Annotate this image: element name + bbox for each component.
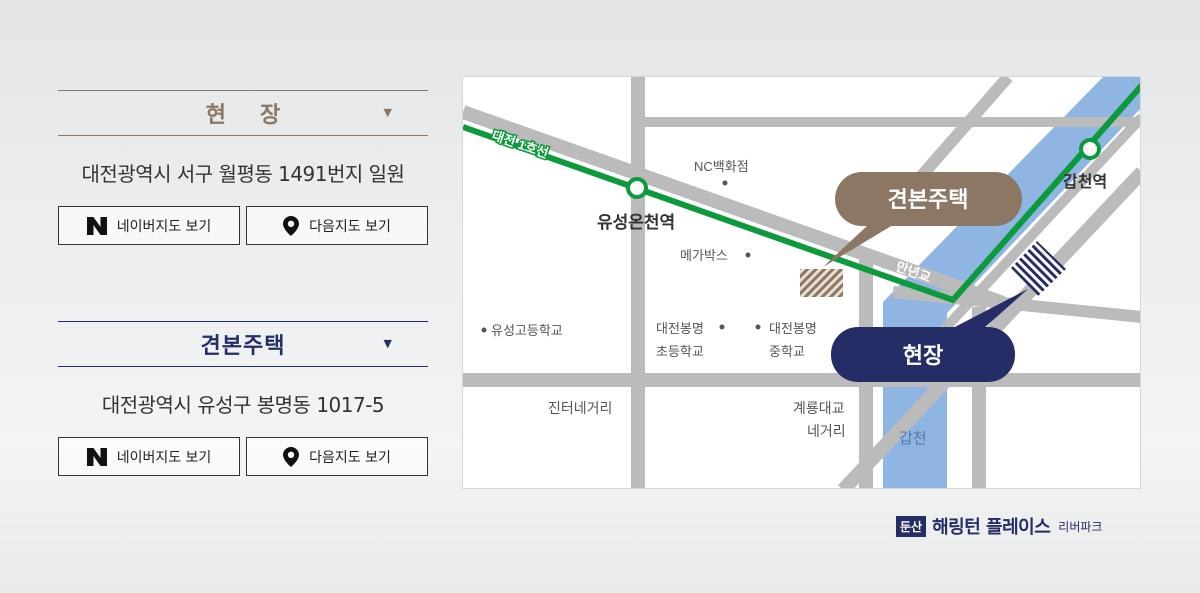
place-dot [722,180,728,186]
location-map: 대전 1호선 유성온천역 갑천역 만년교 갑천 NC백화점 메가박스 유성고등학… [462,76,1141,489]
river [883,77,1140,488]
model-house-callout[interactable]: 견본주택 [823,172,1022,267]
station-yuseong-oncheon[interactable] [626,177,648,199]
site-marker[interactable] [1011,241,1066,296]
map-pin-icon [283,446,300,467]
map-places: NC백화점 메가박스 유성고등학교 대전봉명 초등학교 대전봉명 중학교 진터네… [481,159,846,439]
station-yuseong-oncheon-label: 유성온천역 [597,213,675,232]
place-nc-department: NC백화점 [694,159,749,174]
place-dot [719,324,725,330]
site-daum-map-button[interactable]: 다음지도 보기 [246,206,428,245]
place-gyeryong-2: 네거리 [807,423,846,439]
place-gyeryong-1: 계룡대교 [793,400,845,416]
site-naver-map-button[interactable]: 네이버지도 보기 [58,206,240,245]
site-naver-map-label: 네이버지도 보기 [116,218,212,235]
model-house-naver-map-label: 네이버지도 보기 [116,449,212,466]
site-section-title: 현장 [205,103,315,128]
brand-logo: 둔산 해링턴 플레이스 리버파크 [896,513,1102,539]
site-section-header[interactable]: 현장 ▼ [58,90,428,136]
site-section: 현장 ▼ 대전광역시 서구 월평동 1491번지 일원 네이버지도 보기 다음지… [58,90,428,245]
model-house-address: 대전광역시 유성구 봉명동 1017-5 [101,393,385,417]
station-gapcheon[interactable] [1079,138,1101,160]
place-yuseong-high: 유성고등학교 [491,323,563,338]
site-address: 대전광역시 서구 월평동 1491번지 일원 [81,162,405,186]
place-middle-1: 대전봉명 [769,321,817,336]
model-house-daum-map-label: 다음지도 보기 [309,449,391,466]
site-callout-label: 현장 [903,343,943,368]
site-callout[interactable]: 현장 [831,289,1028,382]
place-jinteo: 진터네거리 [548,400,612,416]
model-house-section-header[interactable]: 견본주택 ▼ [58,321,428,367]
site-map-buttons: 네이버지도 보기 다음지도 보기 [58,206,428,245]
site-daum-map-label: 다음지도 보기 [309,218,391,235]
river-label: 갑천 [899,430,927,447]
place-elementary-2: 초등학교 [656,344,704,359]
brand-tag: 둔산 [896,515,927,537]
place-dot [755,324,761,330]
brand-sub: 리버파크 [1058,519,1103,534]
place-elementary-1: 대전봉명 [656,321,704,336]
model-house-naver-map-button[interactable]: 네이버지도 보기 [58,437,240,476]
model-house-marker[interactable] [800,269,843,297]
model-house-section-title: 견본주택 [200,334,286,359]
model-house-daum-map-button[interactable]: 다음지도 보기 [246,437,428,476]
map-pin-icon [283,215,300,236]
roads [463,77,1140,488]
model-house-callout-label: 견본주택 [888,187,969,212]
brand-name: 해링턴 플레이스 [932,517,1051,538]
model-house-map-buttons: 네이버지도 보기 다음지도 보기 [58,437,428,476]
naver-n-icon [86,447,107,466]
model-house-section: 견본주택 ▼ 대전광역시 유성구 봉명동 1017-5 네이버지도 보기 다음지… [58,321,428,476]
station-gapcheon-label: 갑천역 [1063,172,1107,191]
naver-n-icon [86,216,107,235]
place-middle-2: 중학교 [769,344,805,359]
place-dot [745,252,751,258]
place-dot [481,327,487,333]
subway-line-1 [463,83,1140,304]
triangle-down-icon: ▼ [383,337,392,350]
place-megabox: 메가박스 [680,248,728,263]
triangle-down-icon: ▼ [383,106,392,119]
